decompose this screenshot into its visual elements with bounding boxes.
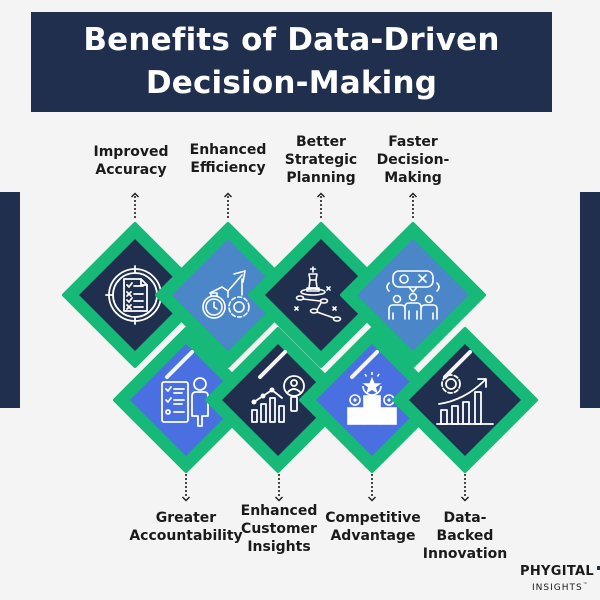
brand-sub-text: INSIGHTS bbox=[532, 583, 583, 593]
stopwatch-gear-growth-icon bbox=[202, 270, 250, 319]
label-line: Customer bbox=[241, 521, 317, 537]
brand-mark-icon bbox=[597, 566, 600, 570]
diamond-enhanced-efficiency bbox=[155, 222, 301, 368]
label-line: Improved bbox=[93, 144, 169, 160]
label-line: Accountability bbox=[129, 528, 243, 544]
brand-sub: INSIGHTS™ bbox=[532, 579, 594, 594]
label-line: Efficiency bbox=[190, 160, 266, 176]
diamond-faster-decision-making bbox=[340, 222, 486, 368]
label-line: Enhanced bbox=[240, 503, 318, 519]
diamond-better-strategic-planning bbox=[248, 222, 394, 368]
label-line: Innovation bbox=[422, 546, 508, 562]
arrow-up-icon bbox=[317, 192, 325, 220]
label-line: Faster bbox=[388, 134, 438, 150]
chess-strategy-icon bbox=[294, 266, 342, 322]
title-banner: Benefits of Data-Driven Decision-Making bbox=[31, 12, 552, 112]
diamond-data-backed-innovation bbox=[392, 327, 538, 473]
brand-logo: PHYGITAL INSIGHTS™ bbox=[520, 564, 600, 594]
label-greater-accountability: Greater Accountability bbox=[129, 509, 242, 545]
label-line: Strategic bbox=[284, 152, 358, 168]
label-faster-decision-making: Faster Decision- Making bbox=[377, 133, 450, 187]
label-line: Advantage bbox=[330, 528, 416, 544]
label-line: Making bbox=[384, 170, 442, 186]
label-line: Decision- bbox=[376, 152, 450, 168]
label-line: Data- bbox=[443, 510, 487, 526]
arrow-down-icon bbox=[461, 474, 469, 502]
arrow-down-icon bbox=[275, 474, 283, 502]
diamond-enhanced-customer-insights bbox=[205, 327, 351, 473]
label-line: Insights bbox=[247, 539, 311, 555]
diamond-competitive-advantage bbox=[299, 327, 445, 473]
arrow-up-icon bbox=[131, 192, 139, 220]
label-enhanced-customer-insights: Enhanced Customer Insights bbox=[241, 502, 318, 556]
brand-name: PHYGITAL bbox=[520, 564, 594, 579]
label-line: Backed bbox=[436, 528, 494, 544]
label-competitive-advantage: Competitive Advantage bbox=[325, 509, 421, 545]
title-line-2: Decision-Making bbox=[145, 65, 438, 101]
right-accent-bar bbox=[580, 192, 600, 408]
label-data-backed-innovation: Data- Backed Innovation bbox=[423, 509, 507, 563]
label-line: Accuracy bbox=[95, 162, 167, 178]
label-line: Enhanced bbox=[189, 142, 267, 158]
gear-growth-chart-icon bbox=[436, 374, 494, 425]
team-decision-icon bbox=[386, 270, 440, 320]
checklist-person-icon bbox=[161, 377, 209, 427]
diamond-greater-accountability bbox=[113, 327, 259, 473]
title-line-1: Benefits of Data-Driven bbox=[83, 22, 500, 58]
arrow-down-icon bbox=[182, 474, 190, 502]
left-accent-bar bbox=[0, 192, 20, 408]
label-line: Greater bbox=[155, 510, 217, 526]
label-line: Better bbox=[296, 134, 346, 150]
arrow-up-icon bbox=[409, 192, 417, 220]
trademark: ™ bbox=[582, 582, 589, 588]
arrow-down-icon bbox=[368, 474, 376, 502]
label-better-strategic-planning: Better Strategic Planning bbox=[285, 133, 357, 187]
diamond-improved-accuracy bbox=[62, 222, 208, 368]
label-enhanced-efficiency: Enhanced Efficiency bbox=[190, 141, 267, 177]
arrow-up-icon bbox=[224, 192, 232, 220]
label-line: Competitive bbox=[325, 510, 421, 526]
label-improved-accuracy: Improved Accuracy bbox=[94, 143, 169, 179]
label-line: Planning bbox=[286, 170, 356, 186]
customer-analytics-icon bbox=[251, 375, 305, 423]
